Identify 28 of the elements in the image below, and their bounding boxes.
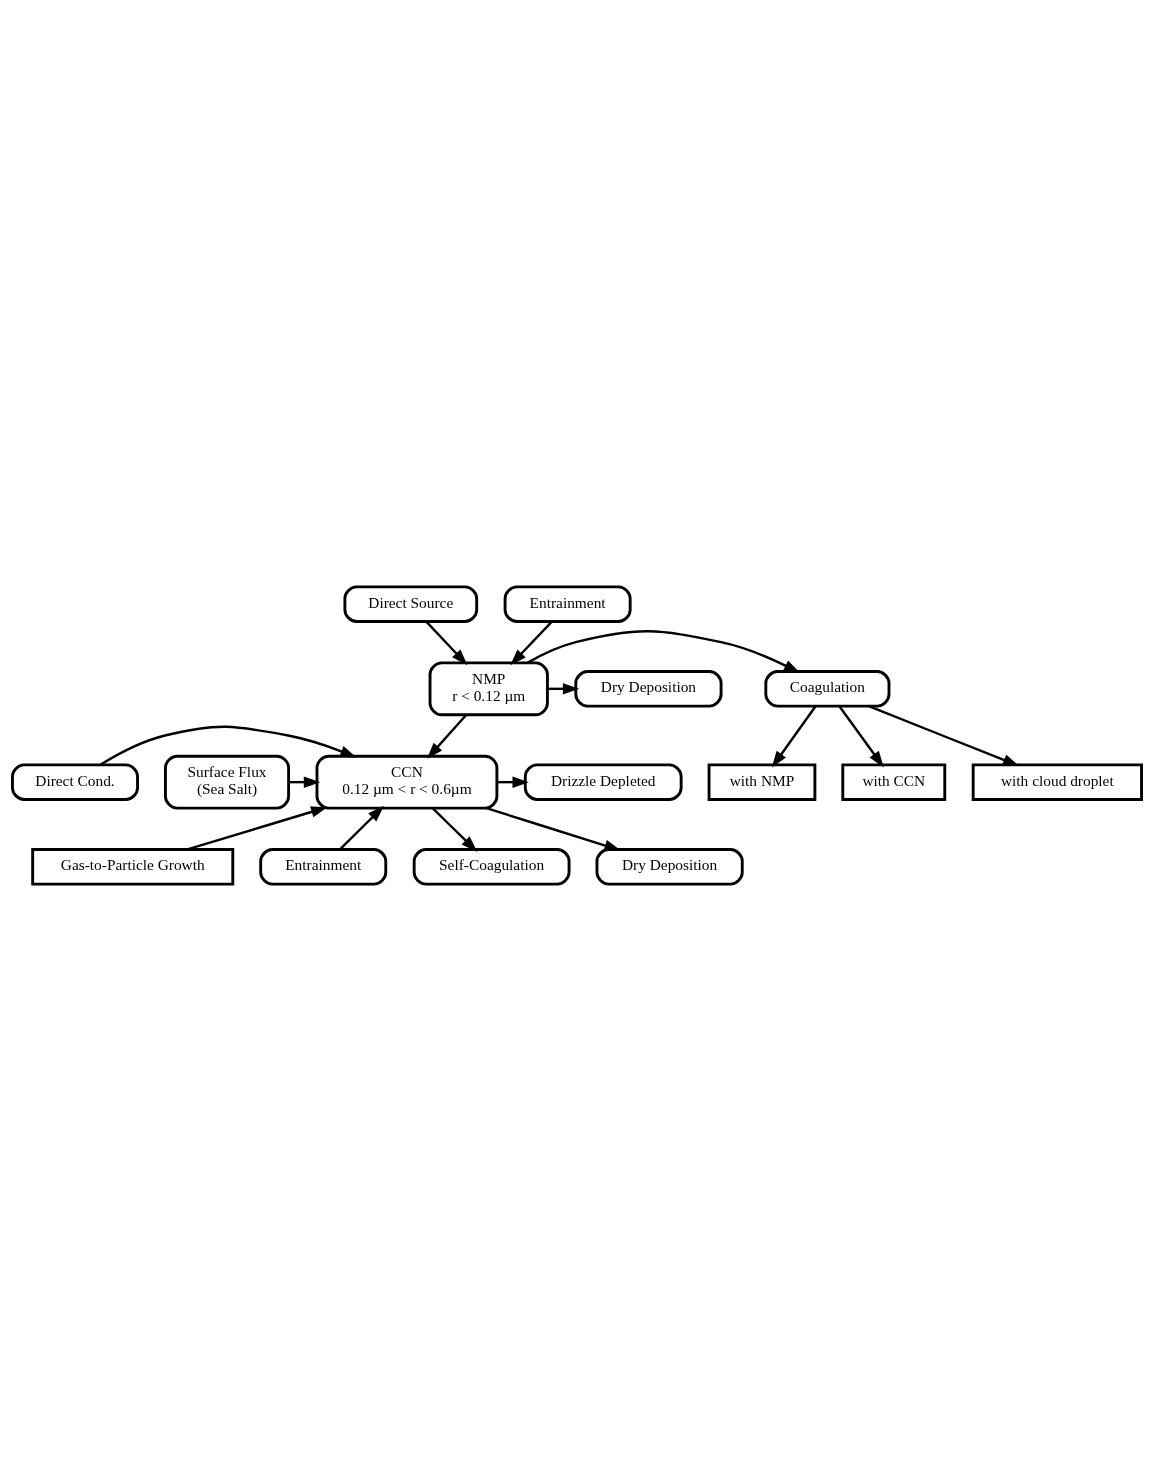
arrow [425,620,468,665]
arrow [510,620,553,665]
node-box: with cloud droplet [971,762,1143,801]
arrow [868,704,1020,766]
node-box: Dry Deposition [574,669,723,708]
node-box: CCN 0.12 µm < r < 0.6µm [315,754,499,810]
arrow [771,705,817,768]
node-box: Dry Deposition [595,847,744,886]
node-box: Surface Flux (Sea Salt) [164,754,291,810]
arrow [431,807,478,852]
arrow [99,725,357,766]
arrow [339,805,384,850]
arrow [427,713,468,759]
arrow [838,705,884,767]
arrow [527,629,801,673]
node-box: Direct Cond. [11,762,139,801]
node-box: Direct Source [343,584,479,623]
node-box: Gas-to-Particle Growth [31,847,235,886]
node-box: Drizzle Depleted [523,762,683,801]
node-box: with CCN [841,762,947,801]
arrow [186,805,328,851]
node-box: with NMP [707,762,817,801]
node-box: NMP r < 0.12 µm [428,660,549,716]
node-box: Entrainment [503,584,632,623]
node-box: Entrainment [259,847,388,886]
arrow [486,806,621,851]
node-box: Coagulation [764,669,891,708]
node-box: Self-Coagulation [412,847,571,886]
